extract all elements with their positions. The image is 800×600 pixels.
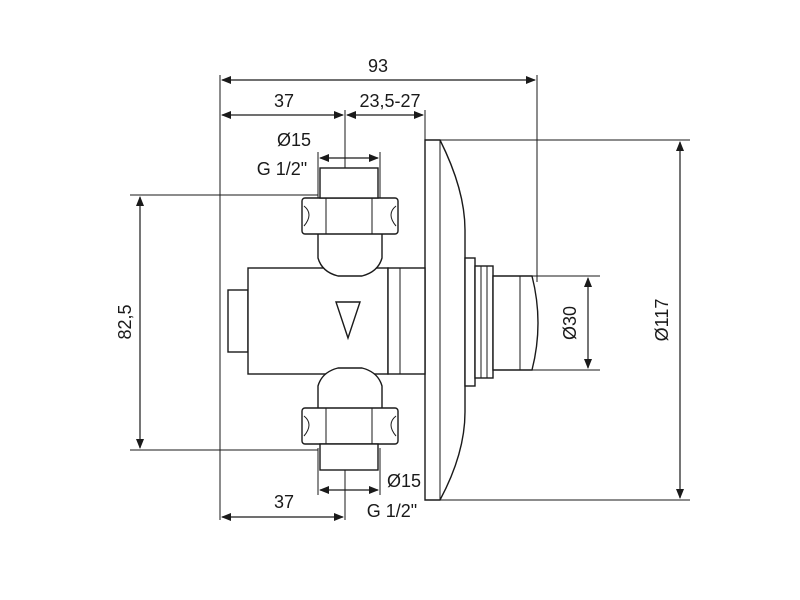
bottom-neck — [317, 367, 383, 413]
left-body-width-label: 37 — [274, 91, 294, 111]
main-body — [247, 267, 389, 375]
top-pipe — [319, 167, 379, 199]
top-thread-label: G 1/2" — [257, 159, 307, 179]
button-diameter-label: Ø30 — [560, 306, 580, 340]
left-cap — [227, 289, 249, 353]
button-sleeve — [474, 265, 494, 379]
bottom-left-width-label: 37 — [274, 492, 294, 512]
top-pipe-diameter-label: Ø15 — [277, 130, 311, 150]
bottom-nut — [301, 407, 399, 445]
plate-diameter-label: Ø117 — [652, 299, 672, 342]
collar — [387, 267, 426, 375]
wall-depth-label: 23,5-27 — [359, 91, 420, 111]
dimension-labels: 93 37 23,5-27 Ø15 G 1/2" Ø15 G 1/2" 37 8… — [115, 56, 672, 521]
extension-lines — [130, 75, 690, 520]
top-nut — [301, 197, 399, 235]
top-neck — [317, 231, 383, 277]
vertical-spacing-label: 82,5 — [115, 304, 135, 339]
flow-direction-icon — [335, 301, 361, 341]
valve-body — [227, 139, 539, 501]
bottom-pipe — [319, 443, 379, 471]
wall-plate — [424, 139, 466, 501]
bottom-pipe-diameter-label: Ø15 — [387, 471, 421, 491]
dimension-lines — [136, 76, 684, 521]
button-ring — [464, 257, 476, 387]
bottom-thread-label: G 1/2" — [367, 501, 417, 521]
push-button — [492, 275, 539, 371]
overall-width-label: 93 — [368, 56, 388, 76]
